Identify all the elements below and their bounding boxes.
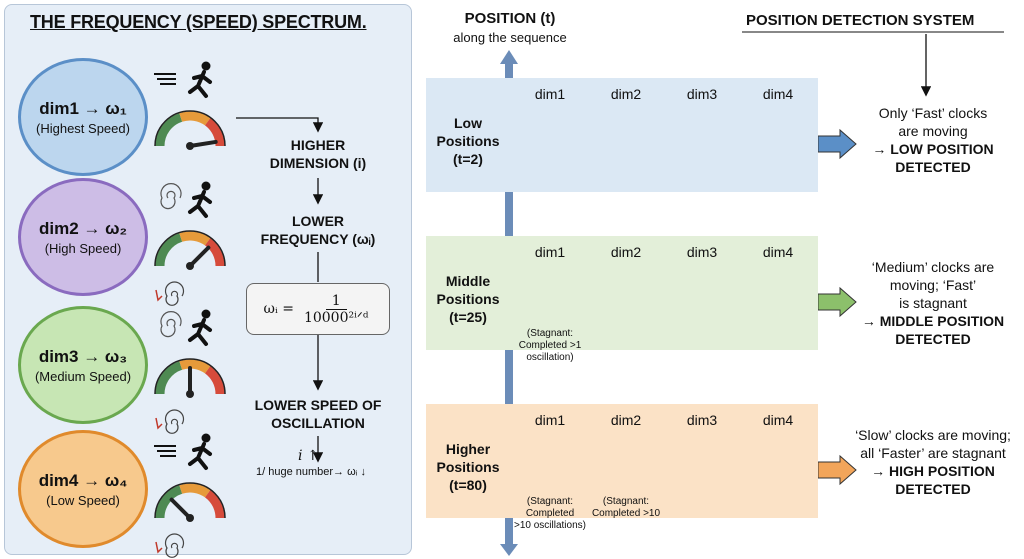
dim-label: dim4 [762,244,794,260]
row-label: Middle Positions (t=25) [436,273,500,325]
speed-gauge-icon [154,358,226,398]
position-row-band [426,78,818,192]
result-detected: → LOW POSITION DETECTED [872,141,994,175]
position-subtitle: along the sequence [453,30,567,45]
dimension-circle: dim3 → ω₃ (Medium Speed) [18,306,148,424]
dimension-speed: (Low Speed) [46,492,120,508]
spiral-icon [155,533,185,558]
dim-label: dim4 [762,412,794,428]
spiral-icon [155,281,185,306]
dimension-circle: dim2 → ω₂ (High Speed) [18,178,148,296]
dimension-name: dim3 → ω₃ [38,346,128,366]
bottom-note: 1/ huge number→ ωᵢ ↓ [256,466,366,478]
formula-numerator: 1 [325,293,347,310]
position-row-band [426,236,818,350]
dim-label: dim2 [610,412,642,428]
detection-result: Only ‘Fast’ clocks are moving→ LOW POSIT… [848,104,1018,176]
higher-dimension-label: HIGHER DIMENSION (i) [269,137,367,171]
system-title: POSITION DETECTION SYSTEM [746,12,975,29]
row-label: Low Positions (t=2) [436,115,500,167]
stagnant-note: (Stagnant: Completed >10 [591,496,661,519]
dimension-speed: (Highest Speed) [36,120,130,136]
running-person-icon [154,61,212,98]
dimension-name: dim2 → ω₂ [38,218,128,238]
result-arrow-icon [817,128,857,160]
connector-arrow [236,117,324,133]
result-description: ‘Slow’ clocks are moving; all ‘Faster’ a… [855,427,1011,461]
dim-label: dim3 [686,412,718,428]
dimension-circle: dim1 → ω₁ (Highest Speed) [18,58,148,176]
dimension-name: dim1 → ω₁ [39,98,127,118]
lower-frequency-label: LOWER FREQUENCY (ωᵢ) [260,213,376,247]
dimension-speed: (High Speed) [44,240,122,256]
result-description: Only ‘Fast’ clocks are moving [878,105,988,139]
detection-result: ‘Medium’ clocks are moving; ‘Fast’ is st… [848,258,1018,348]
spiral-icon [155,409,185,434]
dim-label: dim2 [610,244,642,260]
speed-gauge-icon [154,482,226,522]
dim-label: dim1 [534,86,566,102]
dimension-name: dim4 → ω₄ [38,470,128,490]
dim-label: dim4 [762,86,794,102]
position-row-band [426,404,818,518]
dim-label: dim3 [686,244,718,260]
speed-gauge-icon [154,110,226,150]
result-description: ‘Medium’ clocks are moving; ‘Fast’ is st… [871,259,995,311]
dim-label: dim1 [534,244,566,260]
result-detected: → MIDDLE POSITION DETECTED [861,313,1005,347]
formula-denominator: 10000²ⁱᐟᵈ [303,309,369,326]
dim-label: dim1 [534,412,566,428]
result-arrow-icon [817,286,857,318]
dimension-circle: dim4 → ω₄ (Low Speed) [18,430,148,548]
detection-result: ‘Slow’ clocks are moving; all ‘Faster’ a… [848,426,1018,498]
stagnant-note: (Stagnant: Completed >10 oscillations) [514,496,586,531]
frequency-formula: ωᵢ = 1 10000²ⁱᐟᵈ [246,283,390,335]
dim-label: dim2 [610,86,642,102]
formula-lhs: ωᵢ = [263,301,294,317]
panel-title: THE FREQUENCY (SPEED) SPECTRUM. [30,12,367,32]
position-title: POSITION (t) [464,10,556,27]
speed-gauge-icon [154,230,226,270]
result-arrow-icon [817,454,857,486]
lower-speed-label: LOWER SPEED OF OSCILLATION [254,397,382,431]
running-person-icon [154,433,212,470]
row-label: Higher Positions (t=80) [436,441,500,493]
running-person-icon [160,309,212,346]
dimension-speed: (Medium Speed) [34,368,132,384]
running-person-icon [160,181,212,218]
stagnant-note: (Stagnant: Completed >1 oscillation) [518,328,582,363]
dim-label: dim3 [686,86,718,102]
i-increase-label: i ↑ [298,448,319,464]
result-detected: → HIGH POSITION DETECTED [871,463,995,497]
